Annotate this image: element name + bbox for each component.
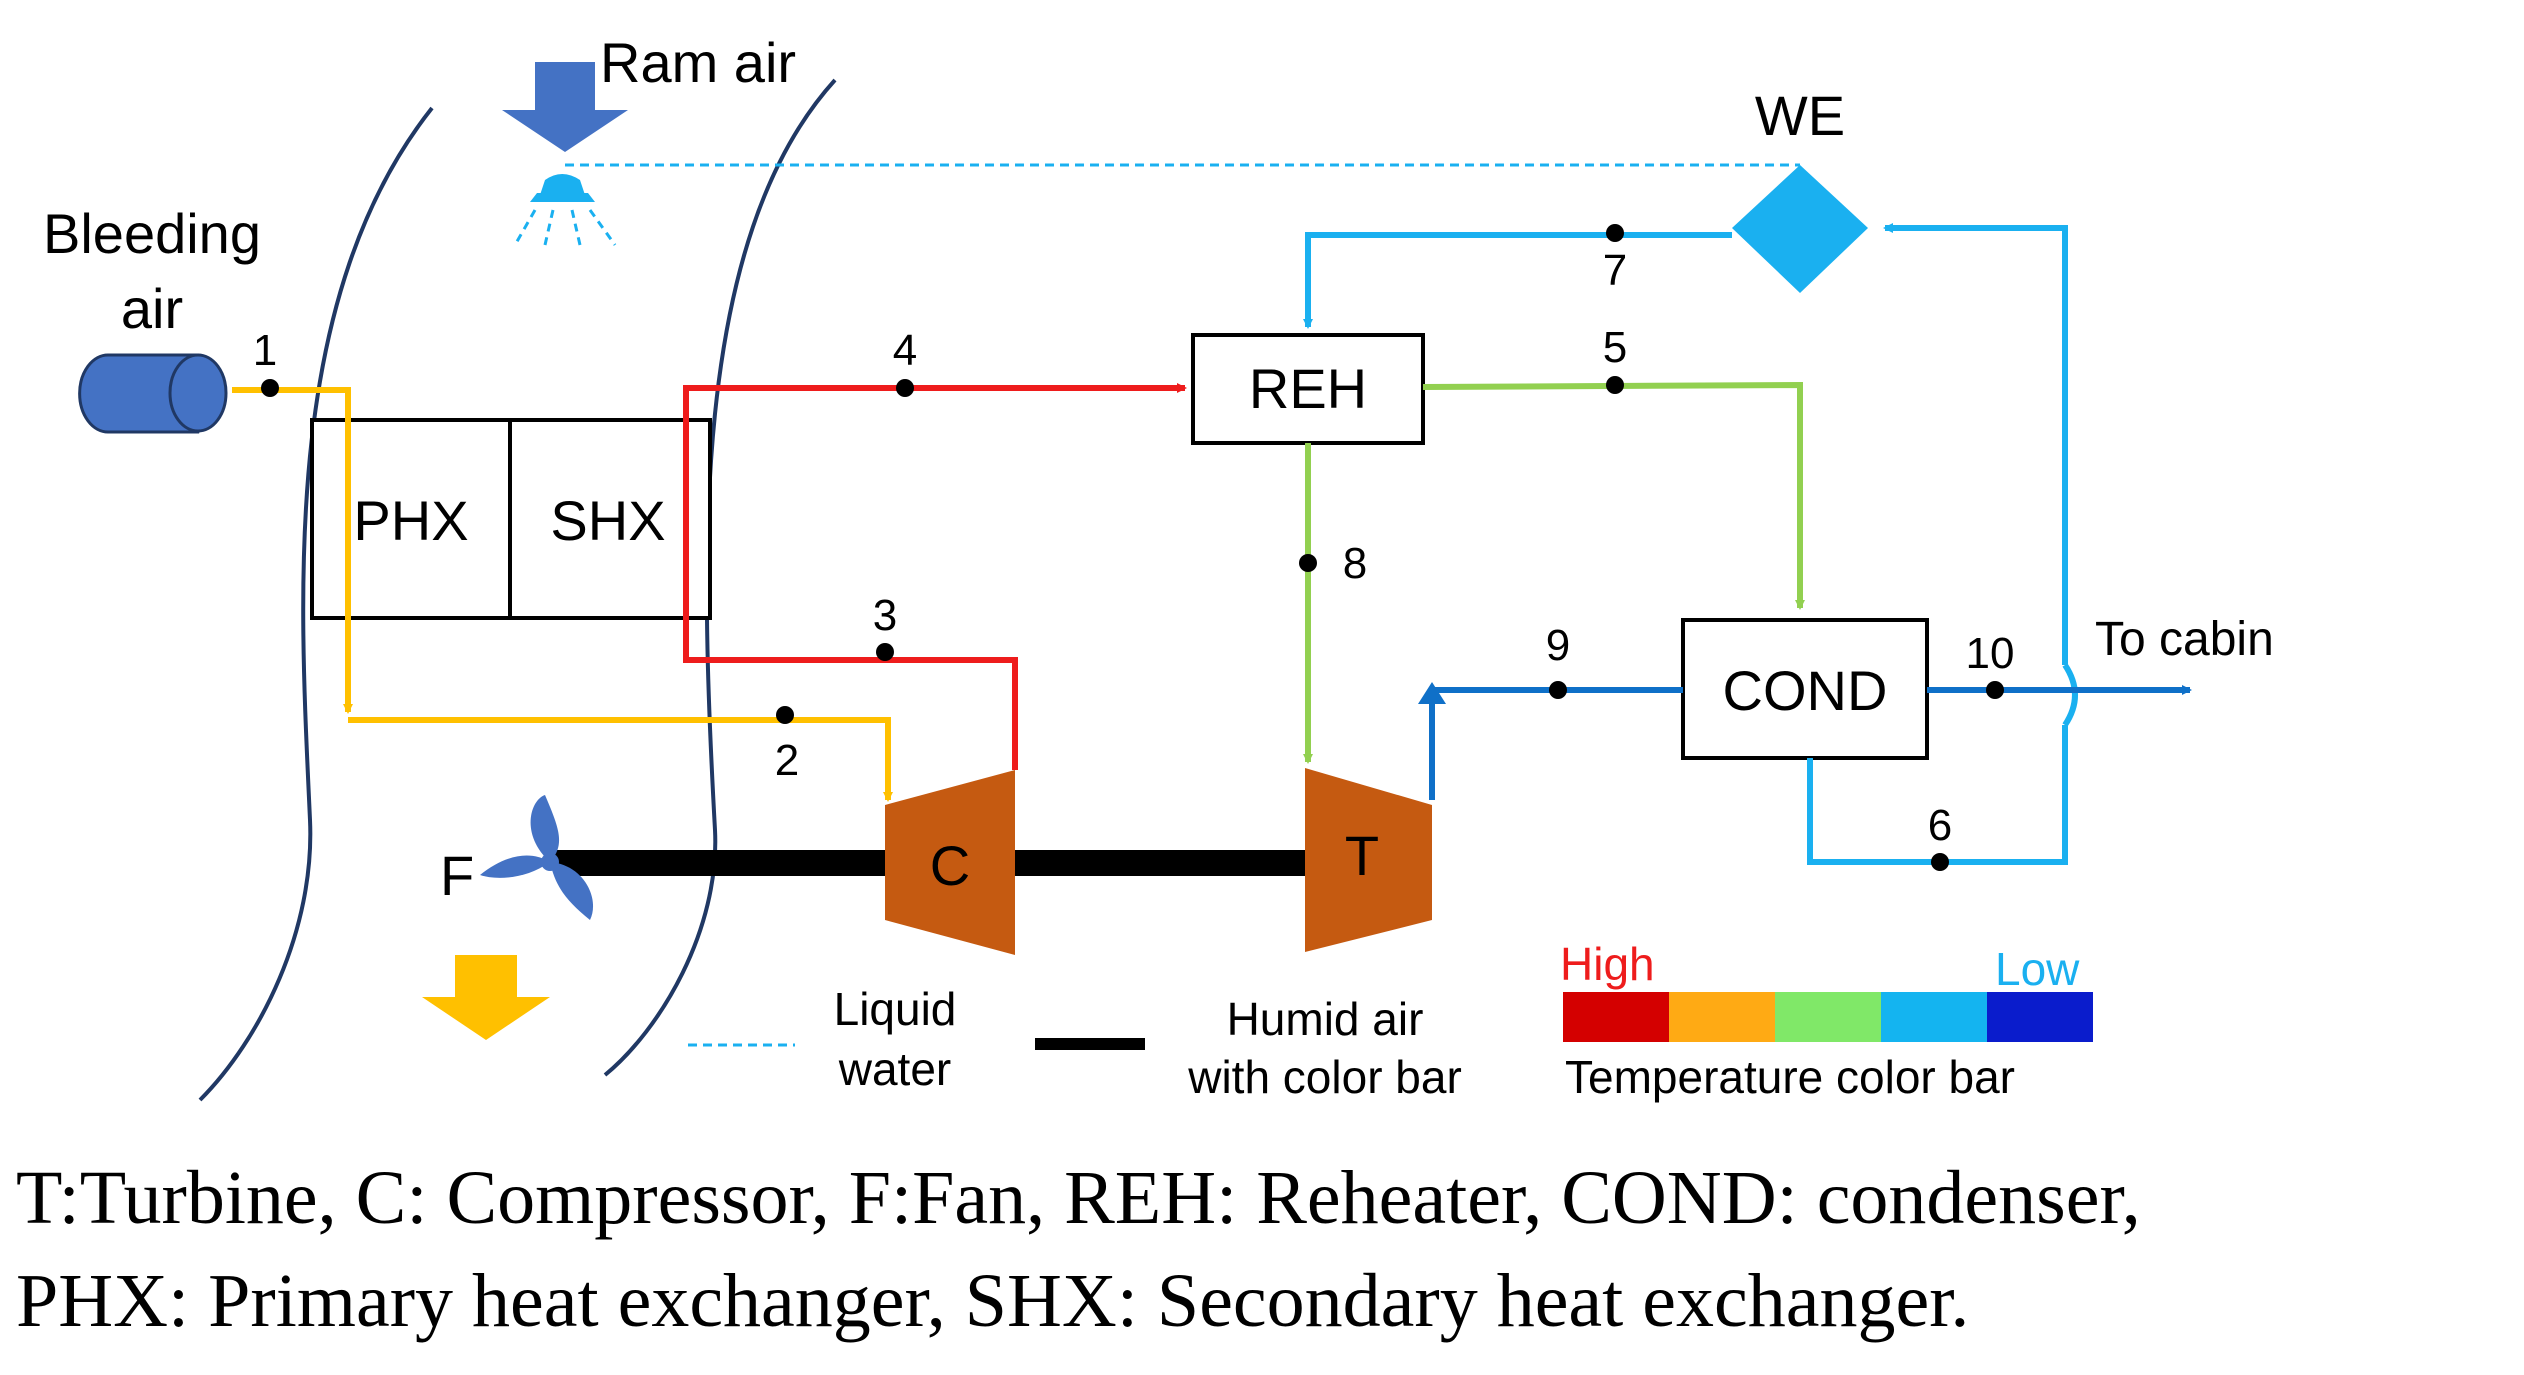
color-bar-swatch bbox=[1987, 992, 2093, 1042]
legend-humid-air-line2: with color bar bbox=[1187, 1051, 1462, 1103]
color-bar-high-label: High bbox=[1560, 938, 1655, 990]
color-bar-swatch bbox=[1775, 992, 1881, 1042]
state-point-label-8: 8 bbox=[1343, 539, 1367, 588]
turbine-label: T bbox=[1345, 824, 1379, 887]
ram-duct-right-wall bbox=[603, 78, 837, 1077]
flow-line-3 bbox=[683, 383, 1187, 770]
state-point-dot-4 bbox=[896, 379, 914, 397]
state-point-label-2: 2 bbox=[775, 736, 799, 785]
water-extractor bbox=[1732, 165, 1868, 293]
reh-label: REH bbox=[1249, 357, 1367, 420]
state-point-label-1: 1 bbox=[253, 326, 277, 375]
fan-label: F bbox=[440, 844, 474, 907]
color-bar-title: Temperature color bar bbox=[1565, 1051, 2015, 1103]
state-point-dot-3 bbox=[876, 643, 894, 661]
legend-humid-air-line1: Humid air bbox=[1227, 993, 1424, 1045]
flow-line-7 bbox=[1303, 232, 1732, 329]
flow-line-9 bbox=[1429, 687, 1683, 800]
color-bar-swatch bbox=[1563, 992, 1669, 1042]
shx-box bbox=[508, 418, 712, 620]
flow-line-5 bbox=[1422, 381, 1805, 610]
bleeding-air-label-line1: Bleeding bbox=[43, 202, 261, 265]
ram-air-label: Ram air bbox=[600, 31, 796, 94]
caption-line1: T:Turbine, C: Compressor, F:Fan, REH: Re… bbox=[16, 1156, 2141, 1240]
legend-liquid-water-line2: water bbox=[838, 1043, 951, 1095]
color-bar-swatch bbox=[1881, 992, 1987, 1042]
we-label: WE bbox=[1755, 84, 1845, 147]
ram-duct-left-wall bbox=[198, 106, 434, 1102]
caption-line2: PHX: Primary heat exchanger, SHX: Second… bbox=[16, 1259, 1970, 1343]
state-points: 1 2 3 4 5 6 7 8 9 10 bbox=[253, 224, 2015, 871]
state-point-dot-2 bbox=[776, 706, 794, 724]
compressor bbox=[885, 770, 1015, 955]
reh-box bbox=[1191, 333, 1425, 445]
compressor-label: C bbox=[930, 834, 970, 897]
state-point-dot-7 bbox=[1606, 224, 1624, 242]
bleed-air-pipe-icon bbox=[78, 353, 228, 434]
ram-air-arrow-icon bbox=[502, 62, 628, 152]
state-point-dot-1 bbox=[261, 379, 279, 397]
to-cabin-label: To cabin bbox=[2095, 613, 2274, 666]
ecs-diagram: Ram air WE Bleeding air PHX SHX REH COND bbox=[43, 31, 2274, 1103]
state-point-dot-10 bbox=[1986, 681, 2004, 699]
state-point-label-9: 9 bbox=[1546, 621, 1570, 670]
state-point-label-10: 10 bbox=[1966, 629, 2015, 678]
shx-label: SHX bbox=[550, 489, 665, 552]
exhaust-arrow-icon bbox=[422, 955, 550, 1040]
legend-liquid-water-line1: Liquid bbox=[834, 983, 957, 1035]
state-point-dot-5 bbox=[1606, 376, 1624, 394]
fan-icon bbox=[480, 795, 594, 920]
state-point-label-6: 6 bbox=[1928, 801, 1952, 850]
state-point-label-5: 5 bbox=[1603, 323, 1627, 372]
flow-line-2 bbox=[348, 717, 893, 802]
state-point-label-3: 3 bbox=[873, 591, 897, 640]
legend-humid-air-swatch bbox=[1035, 1038, 1145, 1050]
color-bar-low-label: Low bbox=[1995, 943, 2080, 995]
state-point-dot-9 bbox=[1549, 681, 1567, 699]
state-point-dot-8 bbox=[1299, 554, 1317, 572]
temperature-color-bar bbox=[1563, 992, 2093, 1042]
spray-nozzle-icon bbox=[513, 174, 617, 246]
phx-label: PHX bbox=[353, 489, 468, 552]
turbine bbox=[1305, 768, 1432, 952]
state-point-label-4: 4 bbox=[893, 326, 917, 375]
color-bar-swatch bbox=[1669, 992, 1775, 1042]
state-point-label-7: 7 bbox=[1603, 246, 1627, 295]
bleeding-air-label-line2: air bbox=[121, 277, 183, 340]
state-point-dot-6 bbox=[1931, 853, 1949, 871]
cond-label: COND bbox=[1723, 659, 1888, 722]
